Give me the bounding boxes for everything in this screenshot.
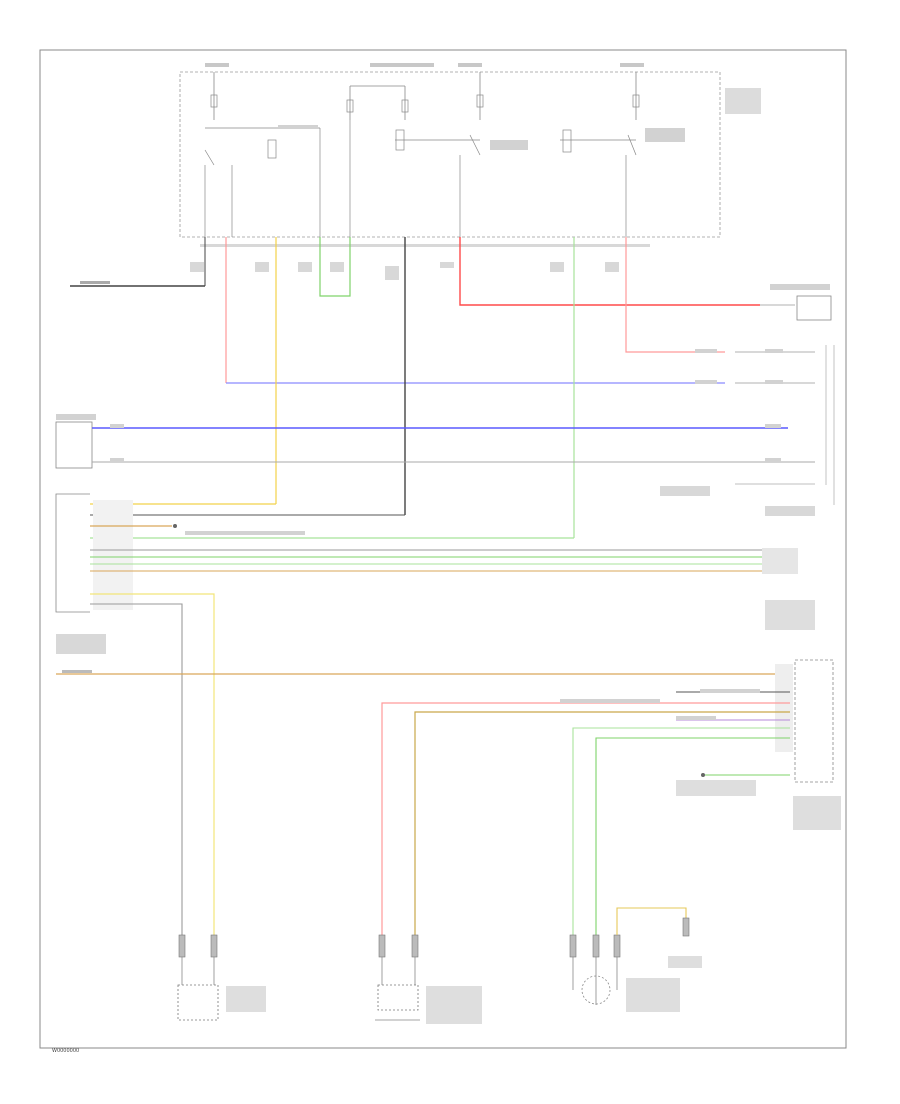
wire-label-3 (298, 262, 312, 272)
stub-label-2 (765, 506, 815, 516)
ecm-outline (55, 493, 90, 613)
sensor-3-yellow-loop (616, 907, 687, 935)
fuse-relay-box (179, 63, 761, 280)
component-right-top (796, 295, 832, 321)
wire-label-gray (110, 458, 124, 462)
wire-label-blue-2 (765, 380, 783, 384)
bundle-right-label (765, 600, 815, 630)
bundle-labels (762, 548, 798, 574)
sensor-2-label (426, 986, 482, 1024)
fuse-label-4 (620, 63, 644, 67)
diagram-border (39, 49, 847, 1049)
sensor-1-body (177, 984, 219, 1021)
stub-label (660, 486, 710, 496)
wire-label-pink (695, 349, 717, 353)
wire-red (459, 237, 760, 306)
fuse-symbol-5 (632, 94, 640, 108)
engine-control-module (55, 493, 815, 935)
top-wires (70, 237, 835, 539)
sensor-3-yellow-connector (682, 917, 690, 937)
wire-label-blue-4 (765, 424, 781, 428)
wire-label-gray-2 (765, 458, 781, 462)
fuse-label-3 (458, 63, 482, 67)
relay-switch-1 (204, 149, 215, 166)
relay-coil-1 (267, 139, 277, 159)
wire-green-loop (319, 237, 351, 297)
right-lower-module-box (794, 659, 834, 783)
right-lower-module (381, 659, 841, 935)
sensor-3-connector-a (569, 934, 577, 958)
fuse-symbol-2 (346, 99, 354, 113)
sensor-1-connector-a (178, 934, 186, 958)
sensor-3-body (581, 975, 611, 1005)
wire-label-7 (550, 262, 564, 272)
wire-yellow-down (90, 593, 215, 935)
left-module-box (55, 421, 93, 469)
wire-pink-right (625, 237, 725, 353)
left-module (55, 414, 815, 516)
wire-tan-label (185, 531, 305, 535)
fuse-relay-box-outline (179, 71, 721, 238)
relay-coil-3 (562, 129, 572, 153)
wire-label-pink-2 (765, 349, 783, 353)
wire-green-lower-3-label (676, 780, 756, 796)
sensor-1-label (226, 986, 266, 1012)
sensor-2-body (377, 984, 419, 1011)
box-label-right (725, 88, 761, 114)
sensor-2-connector-a (378, 934, 386, 958)
relay-label-1 (278, 125, 318, 129)
sensor-1-connector-b (210, 934, 218, 958)
sensor-3-connector-b (592, 934, 600, 958)
wire-label-5 (385, 266, 399, 280)
ecm-label (56, 634, 106, 654)
wire-gray-down (90, 603, 183, 935)
wire-black-left-label (80, 281, 110, 284)
wire-tan-lower (414, 711, 790, 935)
component-right-top-label (770, 284, 830, 290)
relay-label-3 (645, 128, 685, 142)
relay-switch-2 (469, 134, 481, 156)
fuse-symbol-1 (210, 94, 218, 108)
wire-label-blue (695, 380, 717, 384)
sensor-3-label (626, 978, 680, 1012)
bottom-sensors (177, 907, 702, 1024)
fuse-symbol-3 (401, 99, 409, 113)
wire-purple-lower-label (676, 716, 716, 720)
relay-switch-3 (627, 134, 637, 156)
fuse-label-1 (205, 63, 229, 67)
wire-black-arrow-label (700, 689, 760, 693)
relay-label-2 (490, 140, 528, 150)
wire-tan-long-label (62, 670, 92, 673)
sensor-3-connector-c (613, 934, 621, 958)
sensor-3-yellow-label (668, 956, 702, 968)
wire-label-1 (190, 262, 204, 272)
ecm-pin-labels (93, 500, 133, 610)
wire-label-4 (330, 262, 344, 272)
left-module-label (56, 414, 96, 420)
wire-label-2 (255, 262, 269, 272)
wire-green-lower-2 (595, 737, 790, 935)
relay-coil-2 (395, 129, 405, 151)
right-lower-pins (775, 664, 793, 752)
wire-label-8 (605, 262, 619, 272)
wire-pink-lower-label (560, 699, 660, 703)
connector-label-row (200, 244, 650, 247)
footer-code: W0000000 (52, 1048, 79, 1054)
wire-green-lower-3-arrow (701, 773, 705, 777)
wire-label-6 (440, 262, 454, 268)
fuse-symbol-4 (476, 94, 484, 108)
fuse-label-2 (370, 63, 434, 67)
wire-tan-arrow (173, 524, 177, 528)
wire-label-blue-3 (110, 424, 124, 428)
right-lower-module-label (793, 796, 841, 830)
sensor-2-connector-b (411, 934, 419, 958)
wire-lightgreen-lower-1 (572, 727, 790, 935)
